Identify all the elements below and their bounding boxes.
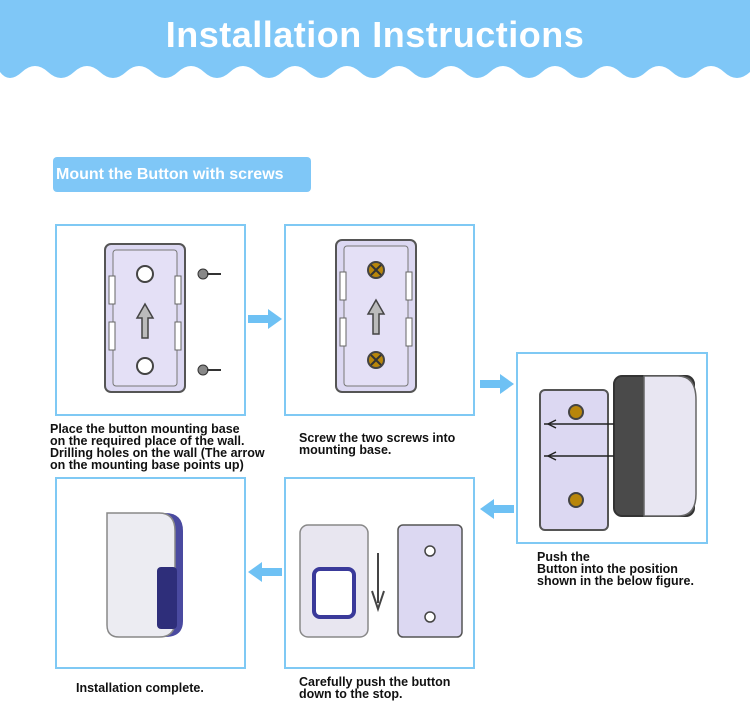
step-5-caption: Installation complete.: [76, 681, 204, 695]
section-label: Mount the Button with screws: [53, 157, 311, 192]
arrow-right-icon: [248, 309, 282, 329]
arrow-left-icon: [480, 499, 514, 519]
page-title: Installation Instructions: [165, 14, 585, 55]
step-1-image: [55, 224, 246, 416]
header-banner: Installation Instructions: [0, 0, 750, 100]
arrow-left-icon: [248, 562, 282, 582]
step-4-image: [284, 477, 475, 669]
arrow-right-icon: [480, 374, 514, 394]
step-3-image: [516, 352, 708, 544]
step-2-image: [284, 224, 475, 416]
step-5-image: [55, 477, 246, 669]
